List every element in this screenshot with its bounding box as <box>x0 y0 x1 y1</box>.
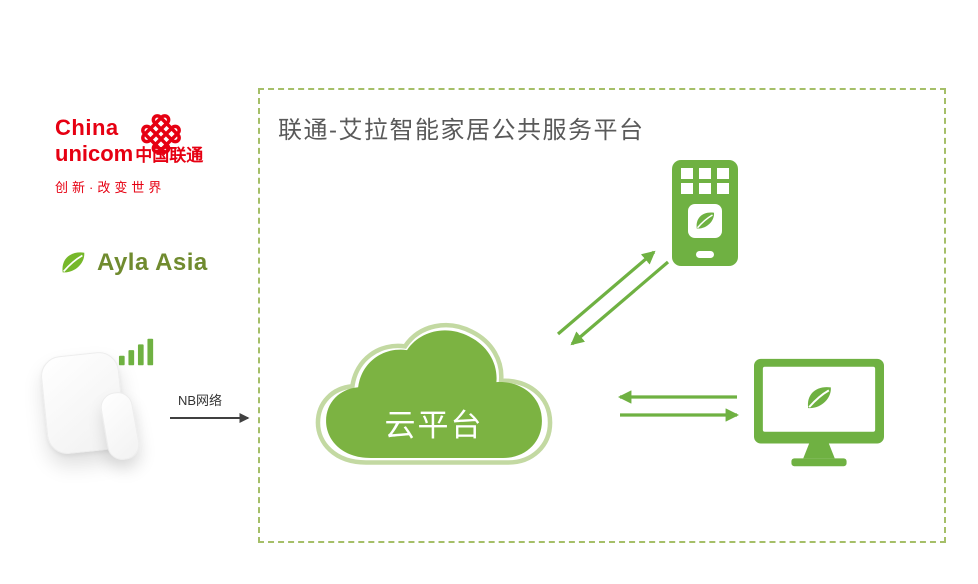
frame-title: 联通-艾拉智能家居公共服务平台 <box>278 117 645 144</box>
nb-network-label: NB网络 <box>178 393 223 408</box>
cloud-shape <box>315 322 553 465</box>
leaf-icon <box>807 387 831 409</box>
ayla-asia-logo: Ayla Asia <box>58 248 208 278</box>
ayla-brand-text: Ayla Asia <box>97 249 208 276</box>
unicom-knot-icon <box>141 114 181 154</box>
leaf-icon <box>62 252 85 273</box>
signal-bars-icon <box>118 338 154 366</box>
unicom-word-unicom: unicom <box>55 141 134 166</box>
desktop-monitor-icon <box>754 358 884 467</box>
china-unicom-logo: China unicom 中国联通 创新·改变世界 <box>55 114 205 196</box>
nb-sensor-magnet <box>98 389 142 463</box>
unicom-slogan: 创新·改变世界 <box>55 180 166 195</box>
cloud-platform-label: 云平台 <box>384 408 484 443</box>
smartphone-icon <box>672 160 738 266</box>
leaf-icon <box>696 212 715 229</box>
unicom-word-china: China <box>55 115 119 140</box>
